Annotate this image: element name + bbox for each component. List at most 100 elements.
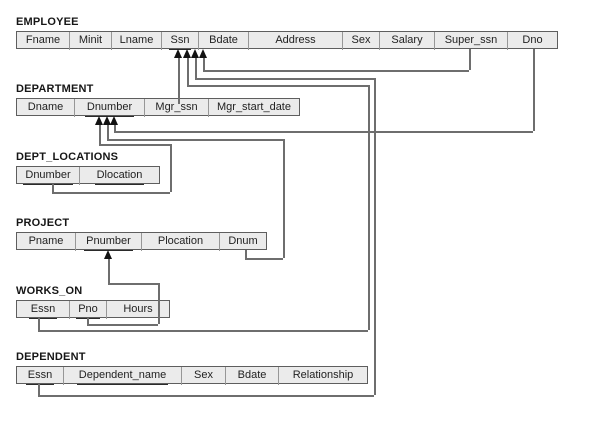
attr-label: Mgr_ssn [155,101,198,113]
fk-line-3-segment [374,78,376,395]
fk-arrowhead-3 [191,49,199,58]
pk-attr-label: Essn [25,367,55,385]
attr-cell-employee-ssn: Ssn [161,32,198,50]
fk-arrowhead-1 [199,49,207,58]
attr-cell-dependent-bdate: Bdate [225,367,278,385]
table-row-employee: Fname Minit Lname Ssn Bdate Address Sex Salary S… [16,31,558,50]
fk-line-5-segment [107,139,283,141]
attr-label: Bdate [237,369,267,381]
table-row-department: Dname Dnumber Mgr_ssn Mgr_start_date [16,98,300,117]
fk-line-2-segment [38,330,368,332]
fk-line-4-segment [99,144,170,146]
table-row-dependent: Essn Dependent_name Sex Bdate Relationship [16,366,368,385]
attr-label: Dname [27,101,64,113]
pk-attr-label: Dnumber [84,99,135,117]
attr-cell-project-plocation: Plocation [141,233,219,251]
fk-line-1-segment [469,49,471,70]
fk-arrowhead-4 [95,116,103,125]
attr-label: Address [275,34,316,46]
fk-arrowhead-7 [104,250,112,259]
fk-line-1-segment [203,58,205,70]
pk-attr-label: Essn [28,301,58,319]
attr-cell-dept-locations-dlocation: Dlocation [79,167,159,185]
fk-arrowhead-6 [110,116,118,125]
attr-cell-employee-sex: Sex [342,32,379,50]
attr-cell-employee-minit: Minit [69,32,111,50]
fk-line-3-segment [38,395,374,397]
attr-cell-works-on-essn: Essn [17,301,69,319]
attr-label: Sex [351,34,371,46]
fk-line-4-segment [52,184,54,192]
fk-line-6-segment [114,125,116,131]
attr-cell-employee-dno: Dno [507,32,557,50]
attr-cell-dependent-relationship: Relationship [278,367,367,385]
attr-cell-dependent-sex: Sex [181,367,225,385]
attr-cell-employee-fname: Fname [17,32,69,50]
table-row-dept-locations: Dnumber Dlocation [16,166,160,185]
attr-cell-dependent-dependent-name: Dependent_name [63,367,181,385]
fk-line-2-segment [187,58,189,85]
fk-line-5-segment [245,258,283,260]
pk-attr-label: Ssn [168,32,192,50]
attr-label: Pname [28,235,64,247]
pk-attr-label: Dlocation [94,167,145,185]
fk-line-4-segment [170,144,172,192]
attr-label: Mgr_start_date [217,101,291,113]
attr-label: Plocation [157,235,204,247]
table-name-department: DEPARTMENT [16,83,94,95]
attr-cell-employee-bdate: Bdate [198,32,248,50]
fk-line-7-segment [158,283,160,324]
fk-line-2-segment [187,85,368,87]
table-row-works-on: Essn Pno Hours [16,300,170,319]
fk-line-6-segment [114,131,533,133]
fk-line-5-segment [283,139,285,258]
fk-arrowhead-0 [174,49,182,58]
attr-label: Minit [78,34,103,46]
attr-cell-employee-super-ssn: Super_ssn [434,32,507,50]
fk-line-5-segment [245,250,247,258]
attr-label: Sex [194,369,213,381]
attr-label: Super_ssn [444,34,498,46]
attr-label: Salary [391,34,423,46]
attr-cell-works-on-hours: Hours [106,301,169,319]
fk-line-2-segment [368,85,370,330]
fk-line-3-segment [195,78,374,80]
fk-line-7-segment [108,259,110,283]
fk-line-3-segment [195,58,197,78]
fk-arrowhead-5 [103,116,111,125]
fk-line-0-segment [178,58,180,104]
fk-line-7-segment [87,324,158,326]
attr-cell-employee-lname: Lname [111,32,161,50]
attr-cell-project-pnumber: Pnumber [75,233,141,251]
pk-attr-label: Pno [76,301,100,319]
attr-cell-project-dnum: Dnum [219,233,266,251]
fk-line-4-segment [99,125,101,144]
pk-attr-label: Pnumber [84,233,133,251]
table-name-employee: EMPLOYEE [16,16,79,28]
attr-label: Relationship [292,369,354,381]
attr-cell-department-dname: Dname [17,99,74,117]
attr-cell-dept-locations-dnumber: Dnumber [17,167,79,185]
attr-label: Lname [119,34,154,46]
fk-line-7-segment [108,283,158,285]
fk-line-3-segment [38,384,40,395]
pk-attr-label: Dnumber [23,167,73,185]
table-name-dependent: DEPENDENT [16,351,86,363]
pk-attr-label: Dependent_name [76,367,169,385]
fk-arrowhead-2 [183,49,191,58]
attr-label: Dno [522,34,543,46]
fk-line-5-segment [107,125,109,139]
attr-cell-works-on-pno: Pno [69,301,106,319]
attr-cell-department-mgr-ssn: Mgr_ssn [144,99,208,117]
attr-cell-dependent-essn: Essn [17,367,63,385]
attr-cell-employee-salary: Salary [379,32,434,50]
attr-cell-department-dnumber: Dnumber [74,99,144,117]
attr-cell-department-mgr-start-date: Mgr_start_date [208,99,299,117]
attr-label: Dnum [228,235,258,247]
fk-line-6-segment [533,49,535,131]
attr-cell-project-pname: Pname [17,233,75,251]
attr-label: Bdate [209,34,238,46]
table-name-works-on: WORKS_ON [16,285,83,297]
fk-line-4-segment [52,192,170,194]
